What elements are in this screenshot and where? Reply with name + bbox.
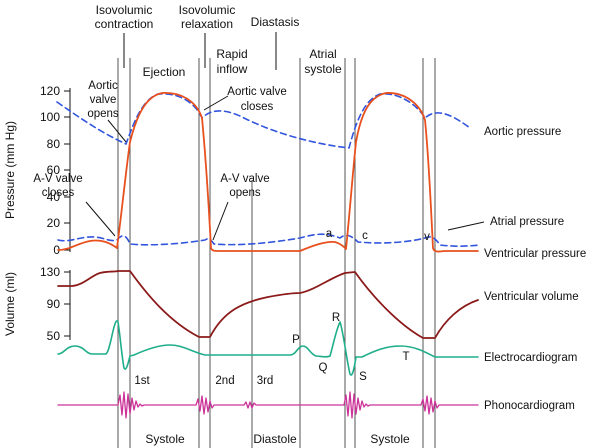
phase-atrial-systole-line1: Atrial <box>309 47 336 61</box>
volume-tick-130: 130 <box>40 265 60 279</box>
pressure-tick-120: 120 <box>40 84 60 98</box>
phase-atrial-systole-line2: systole <box>304 62 342 76</box>
legend-atrial-pressure: Atrial pressure <box>490 216 564 228</box>
phase-isovolumic-contraction-line1: Isovolumic <box>96 3 153 17</box>
wave-c-label: c <box>362 230 368 242</box>
volume-axis: 130 90 50 Volume (ml) <box>3 265 71 343</box>
heart-sound-first: 1st <box>134 375 150 387</box>
pressure-tick-60: 60 <box>47 163 61 177</box>
volume-tick-90: 90 <box>47 297 61 311</box>
phase-ejection: Ejection <box>143 65 186 79</box>
phase-labels: Isovolumic contraction Isovolumic relaxa… <box>95 3 342 79</box>
electrocardiogram-curve <box>57 320 479 376</box>
phase-rapid-inflow-line2: inflow <box>217 62 248 76</box>
ventricular-volume-curve <box>57 270 479 339</box>
pressure-tick-0: 0 <box>53 243 60 257</box>
phase-isovolumic-contraction-line2: contraction <box>95 17 154 31</box>
aortic-pressure-curve <box>56 93 471 149</box>
aortic-valve-opens-line1: Aortic <box>88 80 118 92</box>
volume-tick-50: 50 <box>47 329 61 343</box>
av-valve-opens-line1: A-V valve <box>220 173 269 185</box>
heart-sound-second: 2nd <box>215 375 234 387</box>
wave-v-label: v <box>424 231 430 243</box>
phonocardiogram-curve <box>57 391 479 419</box>
pressure-tick-40: 40 <box>47 190 61 204</box>
ecg-wave-labels: P R Q S T <box>292 312 409 383</box>
aortic-valve-closes-line1: Aortic valve <box>227 86 286 98</box>
aortic-valve-opens-line2: valve <box>90 94 117 106</box>
aortic-valve-opens-line3: opens <box>87 108 119 120</box>
ecg-s-label: S <box>359 371 367 383</box>
pressure-axis: 120 100 80 60 40 20 0 Pressure (mm Hg) <box>3 84 71 257</box>
volume-axis-title: Volume (ml) <box>3 272 17 336</box>
phase-rapid-inflow-line1: Rapid <box>216 47 247 61</box>
heart-sound-third: 3rd <box>257 375 274 387</box>
valve-annotations: Aortic valve opens Aortic valve closes A… <box>33 80 430 243</box>
pressure-tick-80: 80 <box>47 137 61 151</box>
phase-divider-lines <box>117 58 436 448</box>
wave-a-label: a <box>326 228 333 240</box>
legend-aortic-pressure: Aortic pressure <box>484 126 561 138</box>
ventricular-pressure-curve <box>57 92 479 253</box>
pressure-tick-100: 100 <box>40 110 60 124</box>
legend-electrocardiogram: Electrocardiogram <box>484 352 577 364</box>
pressure-axis-title: Pressure (mm Hg) <box>3 121 17 219</box>
phase-isovolumic-relaxation-line1: Isovolumic <box>179 3 236 17</box>
legend-ventricular-pressure: Ventricular pressure <box>484 248 586 260</box>
atrial-pressure-curve <box>57 233 481 247</box>
av-valve-opens-line2: opens <box>229 187 261 199</box>
av-valve-closes-line1: A-V valve <box>33 173 82 185</box>
systole-label-2: Systole <box>370 432 410 446</box>
ecg-t-label: T <box>402 351 409 363</box>
phase-diastasis: Diastasis <box>251 15 300 29</box>
legend-phonocardiogram: Phonocardiogram <box>484 400 575 412</box>
phase-isovolumic-relaxation-line2: relaxation <box>181 17 233 31</box>
ecg-p-label: P <box>292 334 300 346</box>
pressure-tick-20: 20 <box>47 216 61 230</box>
cycle-labels: Systole Diastole Systole <box>145 432 410 446</box>
heart-sound-labels: 1st 2nd 3rd <box>134 375 273 387</box>
systole-label-1: Systole <box>145 432 185 446</box>
av-valve-closes-line2: closes <box>42 187 75 199</box>
legend-ventricular-volume: Ventricular volume <box>484 291 579 303</box>
curve-legend: Aortic pressure Atrial pressure Ventricu… <box>447 126 586 412</box>
diastole-label: Diastole <box>253 432 297 446</box>
ecg-q-label: Q <box>319 362 328 374</box>
ecg-r-label: R <box>332 312 340 324</box>
aortic-valve-closes-line2: closes <box>241 101 274 113</box>
